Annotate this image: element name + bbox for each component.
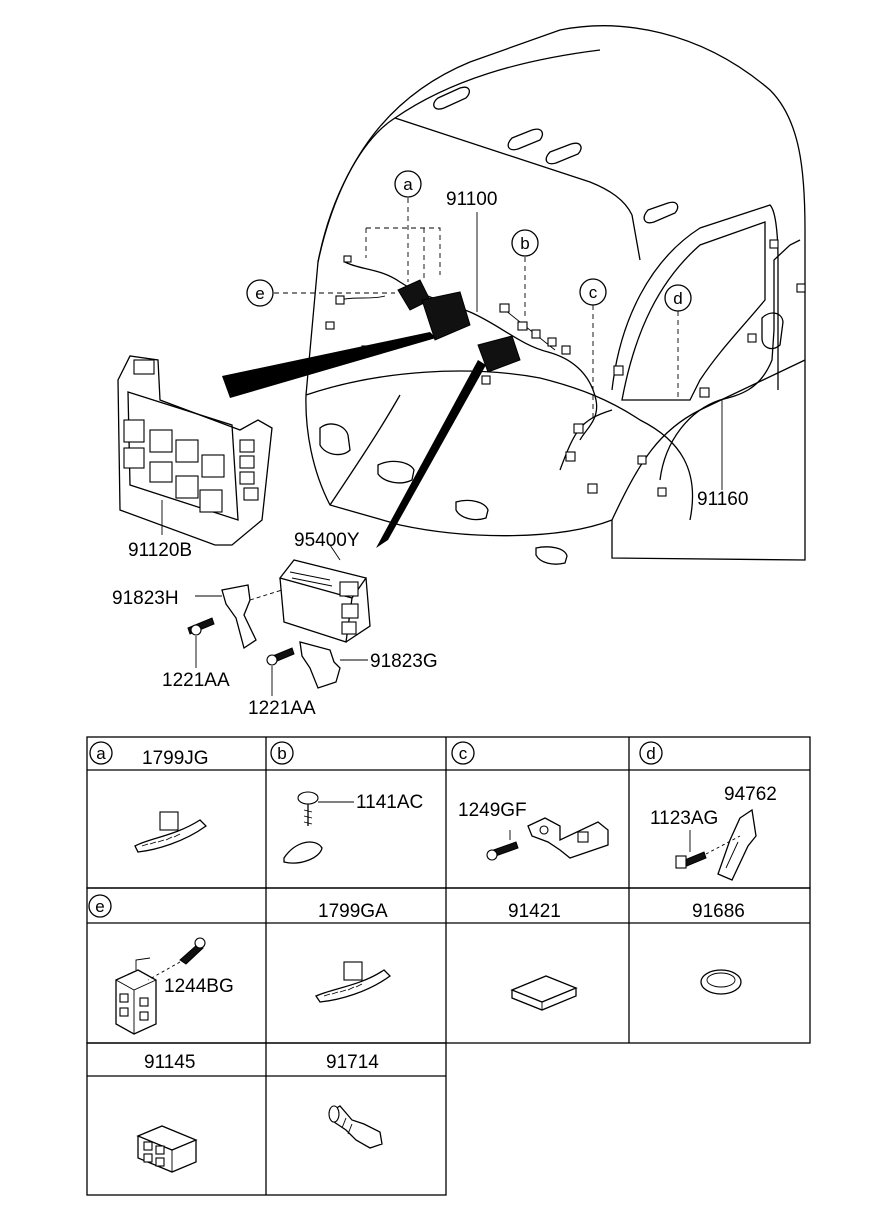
svg-text:d: d (646, 744, 655, 763)
cell-91145: 91145 (136, 1052, 198, 1173)
cell-c: c 1249GF (451, 741, 609, 861)
svg-text:a: a (96, 744, 106, 763)
part-91421-label: 91421 (508, 901, 561, 922)
cell-1799GA: 1799GA (315, 901, 391, 1003)
svg-text:b: b (520, 234, 529, 253)
bracket-bolt-icon (675, 808, 757, 881)
label-harness-main: 91100 (446, 189, 497, 210)
label-harness-door: 91160 (697, 489, 748, 510)
callout-a: a (394, 170, 422, 198)
screw-right (266, 647, 295, 696)
junction-box (117, 355, 273, 546)
svg-text:e: e (95, 897, 104, 916)
connector-block-icon (136, 1125, 198, 1173)
part-91714-label: 91714 (326, 1052, 379, 1073)
callout-c: c (579, 278, 607, 306)
part-1244BG-label: 1244BG (164, 976, 234, 997)
svg-text:d: d (673, 289, 682, 308)
label-screw-left: 1221AA (162, 670, 230, 691)
cable-tie-icon-2 (315, 961, 391, 1003)
svg-text:e: e (255, 284, 264, 303)
clip-screw-icon (283, 791, 354, 864)
grommet-icon (700, 969, 742, 995)
callout-d: d (664, 284, 692, 312)
part-1123AG-label: 1123AG (650, 808, 718, 829)
callout-leaders (274, 198, 723, 490)
part-1249GF-label: 1249GF (458, 800, 527, 821)
cell-e: e 1244BG (88, 894, 234, 1035)
cell-b: b 1141AC (270, 741, 423, 864)
clip-pin-icon (328, 1105, 383, 1149)
label-bracket-g: 91823G (370, 651, 438, 672)
label-screw-right: 1221AA (248, 698, 316, 719)
parts-table (86, 736, 811, 1196)
pad-icon (510, 975, 578, 1011)
cable-tie-icon (134, 811, 207, 853)
vehicle-cab (222, 25, 806, 565)
svg-text:b: b (277, 744, 286, 763)
cell-91421: 91421 (508, 901, 578, 1011)
part-91686-label: 91686 (692, 901, 745, 922)
svg-text:a: a (403, 175, 413, 194)
svg-text:c: c (459, 744, 468, 763)
screw-left (187, 617, 215, 668)
label-module: 95400Y (294, 530, 360, 551)
cell-d: d 94762 1123AG (639, 741, 777, 881)
svg-text:c: c (589, 283, 598, 302)
callout-e: e (246, 279, 274, 307)
cell-a: a 1799JG (89, 741, 209, 853)
bracket-screw-icon (486, 817, 609, 861)
label-bracket-h: 91823H (112, 588, 179, 609)
cell-91686: 91686 (692, 901, 745, 995)
part-91145-label: 91145 (144, 1052, 195, 1073)
part-1799GA-label: 1799GA (318, 901, 388, 922)
body-control-module (278, 544, 371, 643)
callout-b: b (511, 229, 539, 257)
part-94762-label: 94762 (724, 784, 777, 805)
bracket-g (299, 641, 368, 689)
label-junction-box: 91120B (128, 540, 192, 561)
cell-91714: 91714 (326, 1052, 383, 1149)
bracket-h (195, 584, 283, 650)
part-1799JG-label: 1799JG (142, 748, 209, 769)
relay-bracket-icon (115, 937, 206, 1035)
part-1141AC-label: 1141AC (356, 792, 423, 813)
